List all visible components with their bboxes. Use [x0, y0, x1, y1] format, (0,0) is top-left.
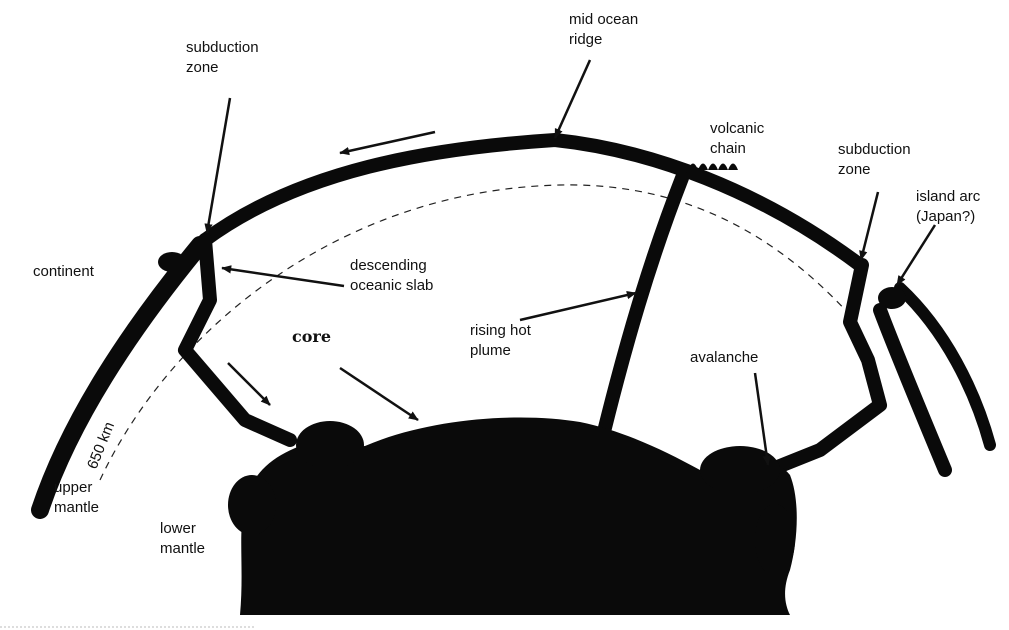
core-lump-right [700, 446, 780, 494]
label-mid-ocean-ridge: mid ocean ridge [569, 11, 642, 48]
label-island-arc: island arc (Japan?) [916, 188, 984, 225]
label-volcanic-chain: volcanic chain [710, 120, 768, 157]
volcanic-chain-bumps [688, 164, 738, 171]
pointer-island-arc [897, 225, 935, 285]
right-outer-plate [900, 288, 990, 445]
continent-bump [158, 252, 186, 272]
descending-slab-right [770, 265, 880, 470]
pointer-subduction-right [861, 192, 878, 260]
label-continent: continent [33, 263, 95, 280]
label-subduction-zone-right: subduction zone [838, 141, 915, 178]
rising-plume [600, 178, 682, 448]
label-subduction-zone-left: subduction zone [186, 39, 263, 76]
label-lower-mantle: lower mantle [160, 520, 205, 557]
label-avalanche: avalanche [690, 349, 758, 366]
label-upper-mantle: upper mantle [54, 479, 99, 516]
label-core: core [292, 327, 331, 346]
label-depth: 650 km [84, 420, 118, 472]
pointer-mid-ocean-ridge [555, 60, 590, 138]
pointer-rising-plume [520, 293, 636, 320]
label-rising-plume: rising hot plume [470, 322, 535, 359]
oceanic-plate [205, 140, 860, 265]
core-lump-left [296, 421, 364, 469]
core-lump-right-low [755, 504, 795, 576]
label-descending-slab: descending oceanic slab [350, 257, 433, 294]
core-lump-left-low [228, 475, 276, 535]
pointer-subduction-left [207, 98, 230, 233]
pointer-core [340, 368, 418, 420]
continent-lithosphere [40, 245, 200, 510]
pointer-descending-slab [222, 268, 344, 286]
